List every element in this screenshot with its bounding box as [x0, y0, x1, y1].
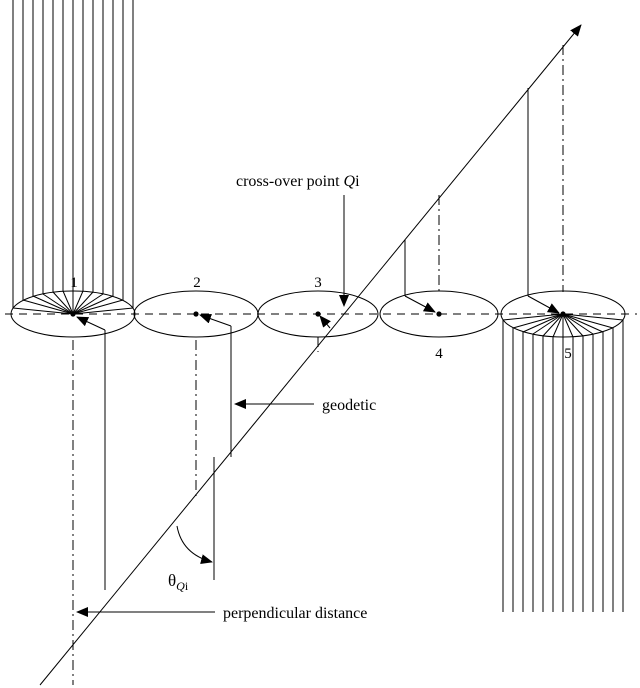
line-bundle-5: [502, 320, 624, 612]
station-ellipse-1: [10, 290, 136, 338]
station-label-4: 4: [435, 346, 443, 362]
station-dot-3: [315, 311, 321, 317]
fan-1-spoke: [72, 290, 84, 315]
fan-1-spoke: [12, 307, 74, 315]
theta-symbol: θ: [168, 571, 176, 590]
fan-1-spoke: [22, 299, 74, 315]
station-dot-4: [436, 311, 442, 317]
station-label-1: 1: [70, 275, 78, 291]
fan-1-spoke: [32, 295, 74, 315]
station-label-3: 3: [314, 275, 322, 291]
crossover-label: cross-over point Qi: [236, 173, 360, 190]
station-2-arrow: [199, 313, 232, 327]
theta-label: θQi: [168, 571, 189, 593]
fan-5-spoke: [502, 313, 564, 321]
perpendicular-label: perpendicular distance: [223, 605, 367, 622]
fan-1-spoke: [72, 295, 114, 315]
fan-1-spoke: [72, 299, 124, 315]
theta-sub-i: i: [185, 579, 189, 593]
fan-5-spoke: [522, 313, 564, 333]
crossover-i: i: [355, 173, 360, 190]
station-dot-2: [193, 311, 199, 317]
fan-1-spoke: [72, 291, 94, 315]
fan-5-spoke: [552, 313, 564, 338]
fan-5-spoke: [562, 313, 614, 329]
crossover-text: cross-over point: [236, 173, 344, 190]
fan-5-spoke: [532, 313, 564, 335]
station-5-arrow: [527, 295, 560, 314]
fan-5-spoke: [512, 313, 564, 329]
station-dot-1: [70, 311, 76, 317]
fan-1-spoke: [72, 293, 104, 315]
station-label-5: 5: [564, 346, 572, 362]
station-3-arrow: [319, 315, 331, 329]
line-bundle-1: [12, 0, 134, 308]
fan-5-spoke: [562, 313, 584, 337]
diagonal-track-arrow: [39, 24, 582, 686]
geodetic-label: geodetic: [322, 397, 376, 414]
fan-1-spoke: [52, 291, 74, 315]
fan-1-spoke: [42, 293, 74, 315]
station-dot-5: [560, 311, 566, 317]
fan-1-spoke: [72, 307, 134, 315]
theta-arc-arrow: [176, 525, 213, 564]
theta-sub-q: Q: [176, 579, 185, 593]
fan-spokes-5: [502, 313, 624, 338]
fan-spokes-1: [12, 290, 134, 315]
fan-1-spoke: [62, 290, 74, 315]
fan-5-spoke: [562, 313, 574, 338]
fan-5-spoke: [542, 313, 564, 337]
station-4-arrow: [404, 295, 436, 313]
crossover-q: Q: [344, 173, 356, 190]
fan-5-spoke: [562, 313, 624, 321]
fan-5-spoke: [562, 313, 594, 335]
fan-5-spoke: [562, 313, 604, 333]
station-1-arrow: [76, 316, 106, 331]
station-label-2: 2: [193, 275, 201, 291]
